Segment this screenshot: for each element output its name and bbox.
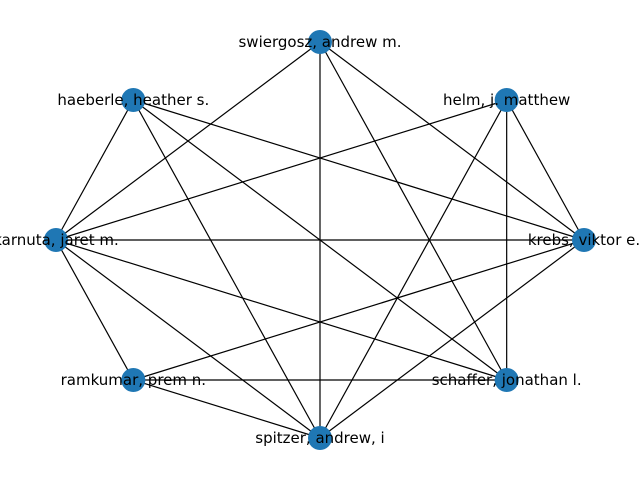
- edge-swiergosz-schaffer: [319, 41, 508, 381]
- edge-helm-spitzer: [319, 99, 508, 439]
- node-label-schaffer: schaffer, jonathan l.: [432, 371, 582, 389]
- node-label-swiergosz: swiergosz, andrew m.: [238, 33, 401, 51]
- edge-spitzer-haeberle: [132, 99, 321, 439]
- node-label-haeberle: haeberle, heather s.: [57, 91, 209, 109]
- edge-krebs-haeberle: [133, 99, 585, 241]
- edge-ramkumar-karnuta: [55, 239, 134, 381]
- edge-swiergosz-krebs: [319, 41, 585, 241]
- edge-spitzer-karnuta: [55, 239, 321, 439]
- edge-schaffer-karnuta: [55, 239, 507, 381]
- edge-karnuta-haeberle: [55, 99, 134, 241]
- labels-layer: swiergosz, andrew m. helm, j. matthew kreb…: [0, 33, 640, 447]
- node-label-ramkumar: ramkumar, prem n.: [61, 371, 206, 389]
- node-ramkumar: [121, 368, 146, 393]
- node-label-spitzer: spitzer, andrew, i: [255, 429, 384, 447]
- edges-layer: [55, 41, 585, 439]
- edge-krebs-ramkumar: [133, 239, 585, 381]
- node-helm: [494, 87, 519, 112]
- node-label-karnuta: karnuta, jaret m.: [0, 231, 119, 249]
- nodes-layer: [44, 30, 596, 450]
- edge-spitzer-ramkumar: [133, 379, 321, 439]
- node-haeberle: [121, 87, 146, 112]
- node-label-krebs: krebs, viktor e.: [528, 231, 640, 249]
- edge-helm-karnuta: [55, 99, 507, 241]
- node-karnuta: [44, 228, 68, 252]
- node-swiergosz: [308, 30, 332, 54]
- edge-schaffer-haeberle: [132, 99, 508, 381]
- node-schaffer: [494, 368, 519, 393]
- node-spitzer: [308, 426, 332, 450]
- node-label-helm: helm, j. matthew: [443, 91, 570, 109]
- node-krebs: [572, 228, 596, 252]
- edge-helm-krebs: [506, 99, 585, 241]
